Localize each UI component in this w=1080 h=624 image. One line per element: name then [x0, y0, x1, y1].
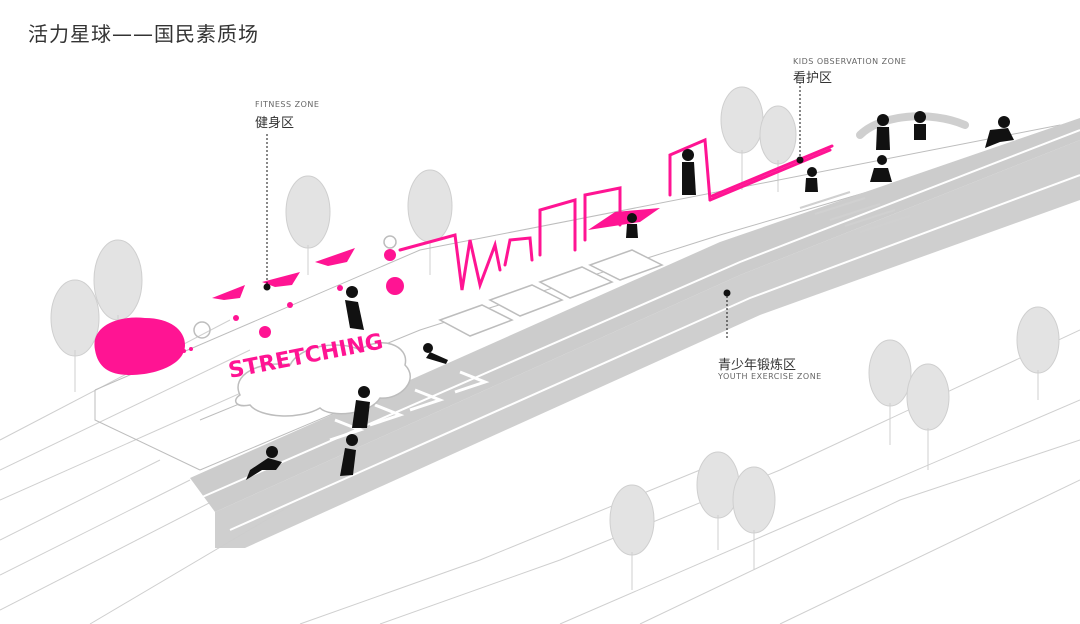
adult-silhouette — [876, 114, 890, 150]
ground-lines — [0, 319, 1080, 624]
flag-shape — [262, 272, 300, 287]
fitness-zone-label-cn: 健身区 — [255, 116, 295, 131]
child-silhouette — [805, 167, 818, 192]
climber-silhouette — [345, 286, 364, 330]
tree — [285, 175, 331, 275]
youth-zone-label-cn: 青少年锻炼区 — [718, 358, 797, 373]
tree — [50, 279, 100, 392]
flag-shape — [212, 285, 245, 300]
child-silhouette — [626, 213, 638, 238]
hopscotch-squares — [438, 249, 664, 337]
youth-zone-label-en: YOUTH EXERCISE ZONE — [718, 372, 822, 381]
kids-zone-steps — [799, 191, 911, 233]
tree — [732, 466, 776, 570]
hanging-silhouette — [682, 149, 696, 195]
runner-silhouette — [352, 386, 370, 428]
stretching-cloud — [234, 342, 411, 417]
kids-zone-label-cn: 看护区 — [793, 71, 833, 86]
hammock-shape — [588, 208, 660, 230]
tree — [1016, 306, 1060, 400]
fitness-equipment — [398, 137, 834, 291]
runner-silhouette — [985, 116, 1014, 148]
tree — [696, 451, 740, 550]
runner-silhouette — [340, 434, 358, 476]
runner-silhouette — [246, 446, 282, 480]
running-track — [190, 118, 1080, 548]
decor-rings — [193, 235, 397, 339]
tree — [720, 86, 764, 190]
tree — [759, 105, 797, 192]
tree — [407, 169, 453, 275]
child-silhouette — [870, 155, 892, 182]
flag-shape — [315, 248, 355, 266]
tree — [868, 339, 912, 445]
people-silhouettes — [246, 111, 1014, 480]
trees — [50, 86, 1060, 590]
pink-shapes — [94, 208, 660, 375]
kids-zone-label-en: KIDS OBSERVATION ZONE — [793, 57, 907, 66]
leader-dots — [263, 156, 804, 297]
pushup-silhouette — [423, 343, 448, 364]
lemon-blob — [94, 317, 185, 375]
page-title: 活力星球——国民素质场 — [28, 22, 259, 46]
leader-lines — [266, 82, 801, 340]
bench-curve — [856, 112, 969, 139]
tree — [609, 484, 655, 590]
adult-silhouette — [914, 111, 926, 140]
fitness-zone-label-en: FITNESS ZONE — [255, 100, 320, 109]
tree — [906, 363, 950, 470]
chevron-steps — [329, 370, 490, 442]
